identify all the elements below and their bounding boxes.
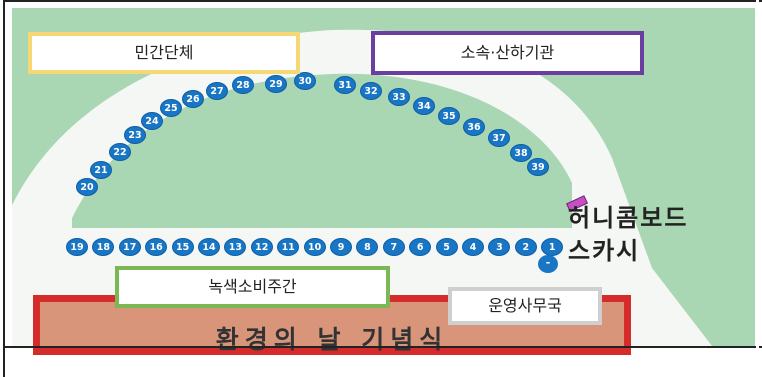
booth-38[interactable]: 38 [510, 144, 532, 162]
booth-9[interactable]: 9 [330, 238, 352, 256]
booth-24[interactable]: 24 [141, 112, 163, 130]
booth-extra[interactable]: - [538, 255, 558, 273]
booth-12[interactable]: 12 [250, 238, 273, 256]
booth-21[interactable]: 21 [90, 161, 112, 179]
booth-5[interactable]: 5 [435, 238, 458, 256]
booth-15[interactable]: 15 [171, 238, 194, 256]
booth-35[interactable]: 35 [438, 107, 460, 125]
booth-32[interactable]: 32 [360, 82, 382, 100]
booth-6[interactable]: 6 [409, 238, 432, 256]
booth-26[interactable]: 26 [182, 90, 204, 108]
booth-36[interactable]: 36 [463, 118, 485, 136]
booth-37[interactable]: 37 [488, 129, 510, 147]
booth-20[interactable]: 20 [76, 178, 98, 196]
booth-17[interactable]: 17 [118, 238, 141, 256]
booth-34[interactable]: 34 [413, 97, 435, 115]
booth-4[interactable]: 4 [462, 238, 484, 256]
booth-33[interactable]: 33 [388, 88, 410, 106]
booth-11[interactable]: 11 [277, 238, 300, 256]
booth-25[interactable]: 25 [160, 99, 182, 117]
honeycomb-line2: 스카시 [568, 237, 641, 265]
booth-13[interactable]: 13 [224, 238, 247, 256]
booth-2[interactable]: 2 [514, 238, 537, 256]
honeycomb-line1: 허니콤보드 [568, 204, 689, 232]
booth-19[interactable]: 19 [66, 238, 88, 256]
booth-8[interactable]: 8 [356, 238, 379, 256]
operations-office-label: 운영사무국 [448, 287, 602, 325]
affiliated-agencies-label: 소속·산하기관 [371, 31, 644, 75]
booth-29[interactable]: 29 [265, 75, 287, 93]
frame-top-border [3, 0, 762, 2]
booth-27[interactable]: 27 [206, 82, 228, 100]
honeycomb-board-label: 허니콤보드 스카시 [568, 202, 762, 268]
booth-31[interactable]: 31 [334, 76, 356, 94]
civil-groups-label: 민간단체 [28, 32, 300, 74]
frame-right-edge [756, 0, 759, 377]
booth-22[interactable]: 22 [109, 143, 131, 161]
booth-14[interactable]: 14 [198, 238, 220, 256]
booth-23[interactable]: 23 [124, 126, 146, 144]
booth-16[interactable]: 16 [145, 238, 168, 256]
booth-10[interactable]: 10 [303, 238, 326, 256]
booth-30[interactable]: 30 [294, 72, 316, 90]
green-consumption-week-label: 녹색소비주간 [115, 266, 390, 308]
frame-left-border [3, 0, 5, 377]
frame-bottom-border [3, 346, 762, 348]
booth-1[interactable]: 1 [541, 238, 564, 256]
booth-28[interactable]: 28 [232, 76, 254, 94]
booth-18[interactable]: 18 [92, 238, 115, 256]
stage-title: 환경의 날 기념식 [215, 325, 449, 354]
booth-3[interactable]: 3 [488, 238, 511, 256]
booth-7[interactable]: 7 [382, 238, 405, 256]
booth-39[interactable]: 39 [527, 158, 549, 176]
